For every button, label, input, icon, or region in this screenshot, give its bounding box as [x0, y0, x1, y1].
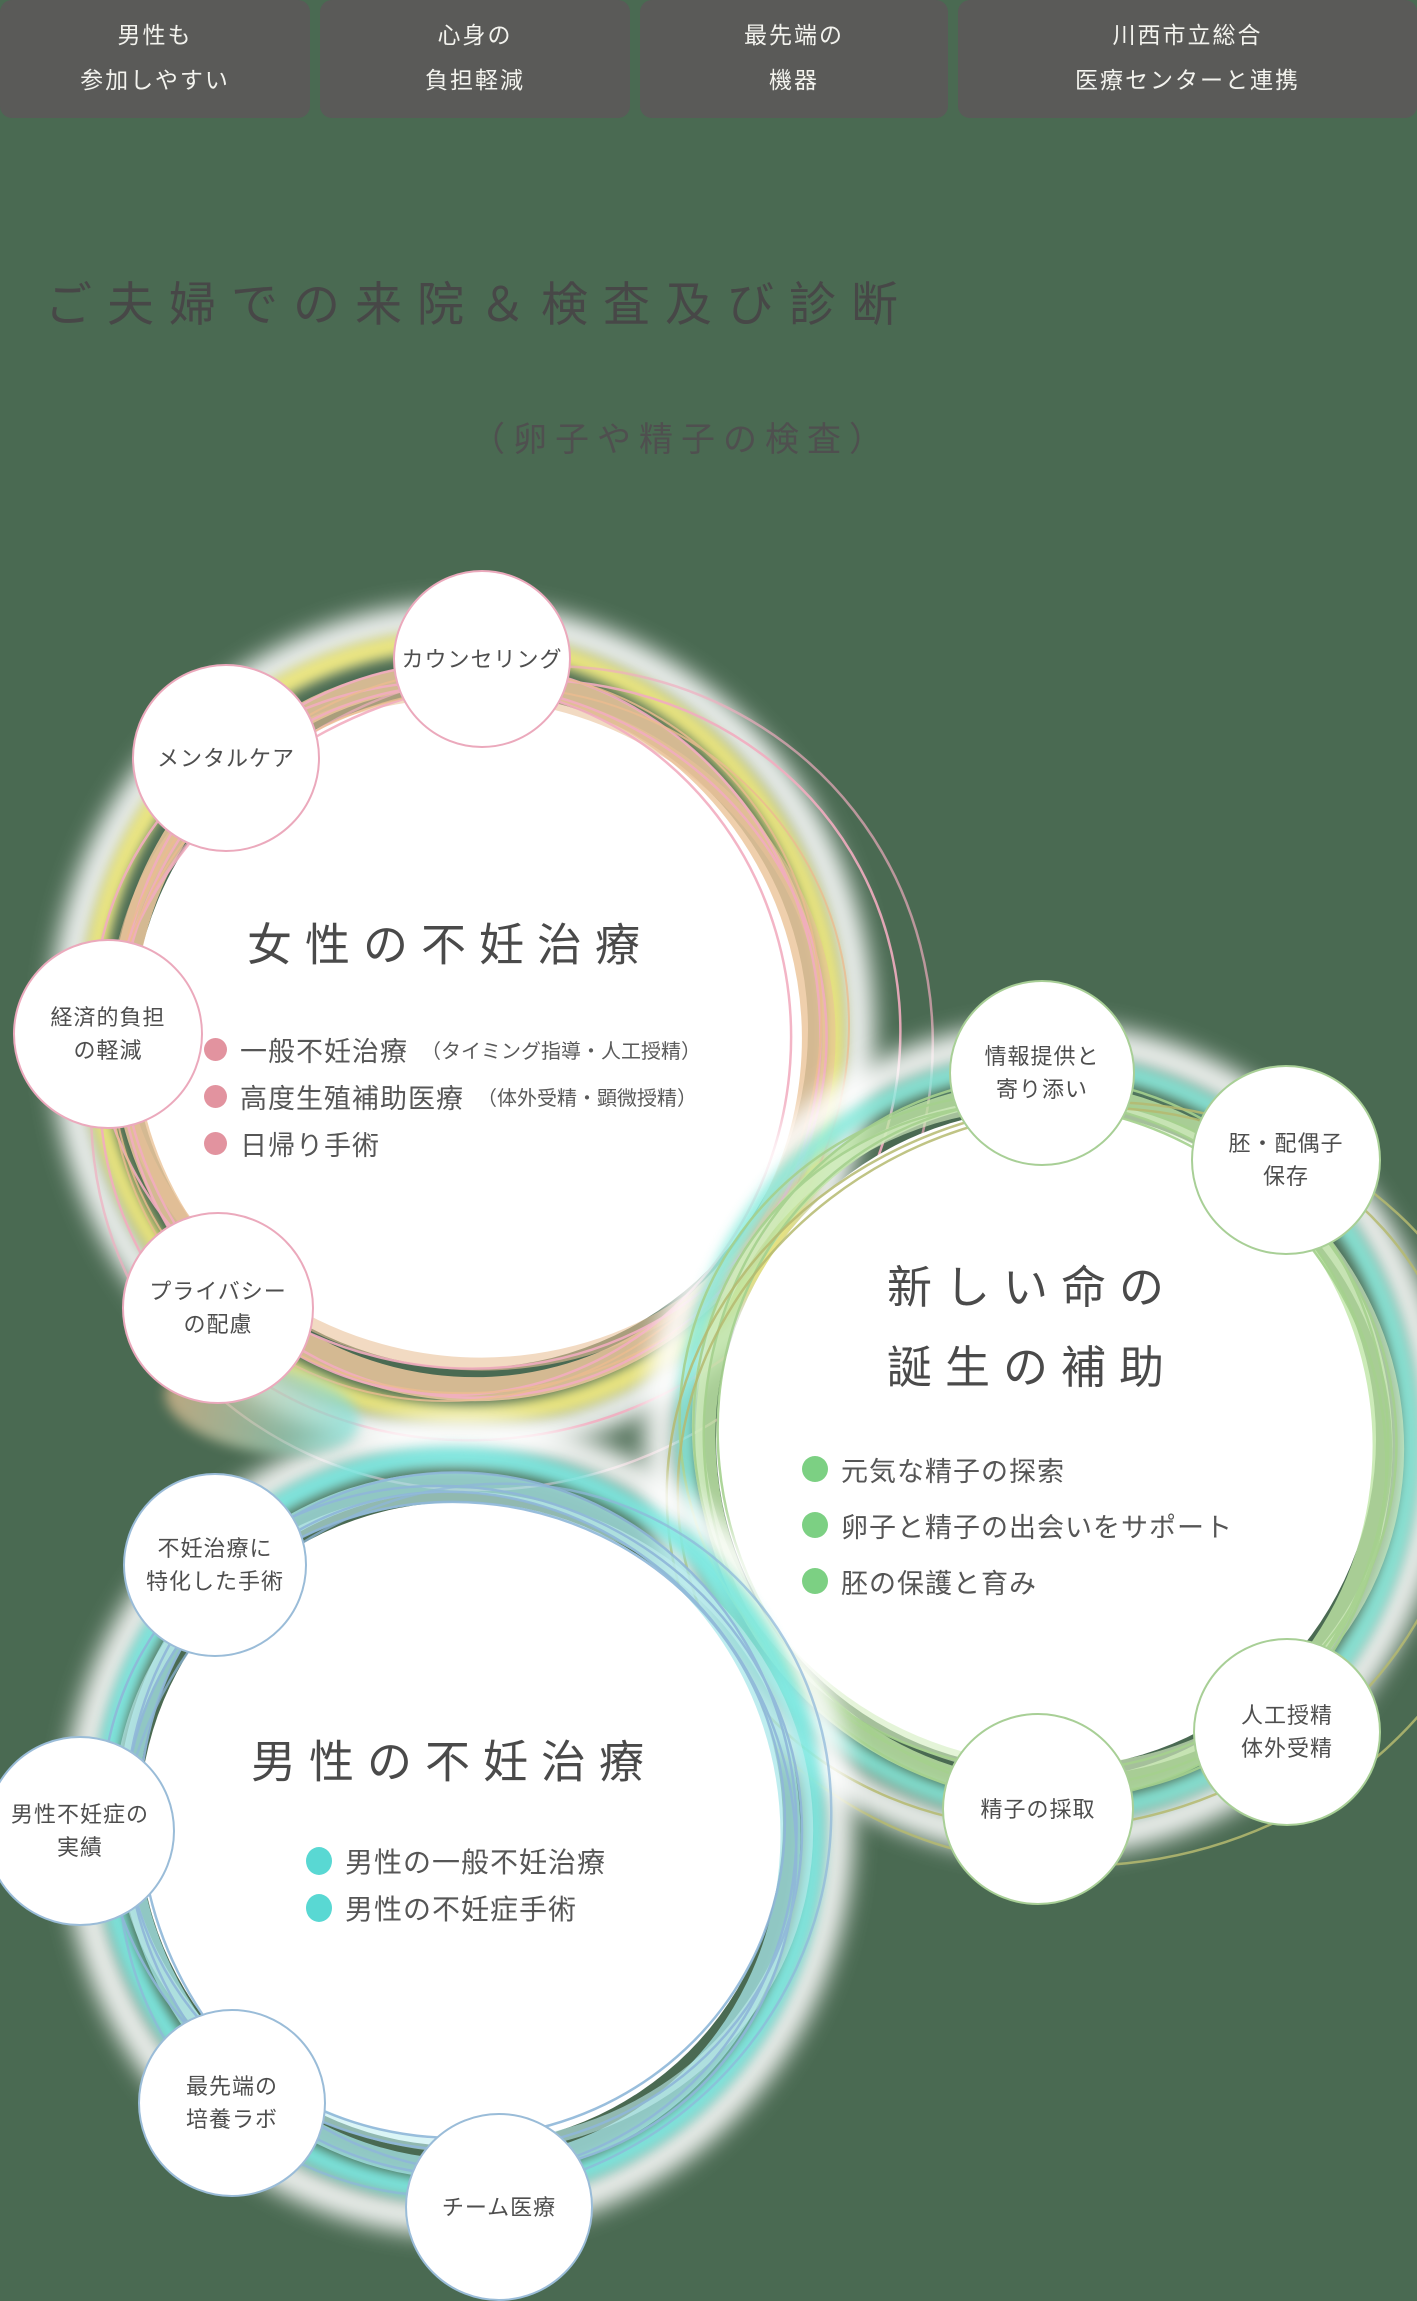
- list-item-label: 日帰り手術: [240, 1131, 380, 1161]
- list-item: 卵子と精子の出会いをサポート: [802, 1497, 1233, 1553]
- satellite-team-medicine: チーム医療: [405, 2113, 593, 2301]
- list-item: 元気な精子の探索: [802, 1441, 1233, 1497]
- badge-advanced-equipment: 最先端の 機器: [640, 0, 948, 118]
- satellite-label: 不妊治療に: [157, 1536, 273, 1561]
- satellite-label: 経済的負担: [50, 1005, 166, 1030]
- satellite-label: 実績: [56, 1835, 103, 1860]
- satellite-label: 保存: [1262, 1164, 1309, 1189]
- list-item: 高度生殖補助医療 （体外受精・顕微授精）: [204, 1073, 701, 1120]
- list-item-label: 元気な精子の探索: [841, 1456, 1065, 1487]
- satellite-label: プライバシー: [149, 1279, 287, 1304]
- list-item: 男性の不妊症手術: [306, 1884, 606, 1931]
- satellite-label: の軽減: [73, 1038, 143, 1063]
- badge-line: 川西市立総合: [1112, 23, 1263, 49]
- satellite-label: カウンセリング: [401, 646, 563, 672]
- satellite-culture-lab: 最先端の 培養ラボ: [138, 2009, 326, 2197]
- satellite-counseling: カウンセリング: [393, 570, 571, 748]
- badge-line: 男性も: [117, 23, 193, 49]
- satellite-label: 培養ラボ: [185, 2107, 278, 2132]
- satellite-label: 精子の採取: [980, 1796, 1096, 1822]
- satellite-label: 胚・配偶子: [1228, 1131, 1344, 1156]
- life-circle-heading-line2: 誕生の補助: [886, 1343, 1178, 1393]
- satellite-label: 寄り添い: [995, 1077, 1088, 1102]
- badge-line: 機器: [769, 68, 819, 93]
- satellite-label: 特化した手術: [145, 1569, 284, 1594]
- satellite-mental-care: メンタルケア: [132, 664, 320, 852]
- satellite-sperm-collection: 精子の採取: [942, 1713, 1134, 1905]
- satellite-economic-burden: 経済的負担 の軽減: [13, 939, 203, 1129]
- badge-line: 参加しやすい: [80, 68, 230, 93]
- list-item-label: 男性の不妊症手術: [345, 1893, 578, 1925]
- bullet-dot-icon: [306, 1846, 332, 1875]
- list-item: 一般不妊治療 （タイミング指導・人工授精）: [204, 1026, 701, 1073]
- list-item-note: （タイミング指導・人工授精）: [421, 1041, 701, 1063]
- page-subtitle: （卵子や精子の検査）: [471, 422, 891, 459]
- bullet-dot-icon: [204, 1085, 227, 1108]
- badge-male-friendly: 男性も 参加しやすい: [0, 0, 310, 118]
- life-circle-heading-line1: 新しい命の: [886, 1263, 1178, 1313]
- satellite-label: チーム医療: [441, 2194, 557, 2220]
- list-item-label: 高度生殖補助医療: [240, 1084, 464, 1114]
- list-item-label: 一般不妊治療: [240, 1037, 408, 1067]
- male-treatment-list: 男性の一般不妊治療 男性の不妊症手術: [306, 1837, 606, 1931]
- satellite-specialized-surgery: 不妊治療に 特化した手術: [123, 1473, 307, 1657]
- satellite-insemination-ivf: 人工授精 体外受精: [1193, 1638, 1381, 1826]
- female-circle-heading: 女性の不妊治療: [246, 920, 654, 971]
- badge-burden-reduction: 心身の 負担軽減: [320, 0, 630, 118]
- satellite-label: 男性不妊症の: [10, 1802, 149, 1827]
- satellite-label: 最先端の: [185, 2074, 278, 2099]
- list-item: 胚の保護と育み: [802, 1553, 1233, 1609]
- bullet-dot-icon: [204, 1132, 227, 1155]
- page-title: ご夫婦での来院＆検査及び診断: [45, 280, 913, 332]
- male-circle-heading: 男性の不妊治療: [250, 1737, 658, 1788]
- bullet-dot-icon: [802, 1456, 828, 1482]
- bullet-dot-icon: [306, 1893, 332, 1922]
- list-item-label: 胚の保護と育み: [841, 1568, 1037, 1599]
- satellite-male-infertility-results: 男性不妊症の 実績: [0, 1736, 175, 1926]
- badge-line: 医療センターと連携: [1075, 68, 1300, 93]
- badge-hospital-partnership: 川西市立総合 医療センターと連携: [958, 0, 1417, 118]
- bullet-dot-icon: [802, 1512, 828, 1538]
- list-item: 男性の一般不妊治療: [306, 1837, 606, 1884]
- badge-line: 心身の: [437, 23, 513, 49]
- satellite-label: メンタルケア: [156, 745, 295, 771]
- list-item-label: 卵子と精子の出会いをサポート: [841, 1512, 1233, 1543]
- satellite-label: 情報提供と: [984, 1044, 1100, 1069]
- satellite-privacy: プライバシー の配慮: [122, 1212, 314, 1404]
- list-item: 日帰り手術: [204, 1120, 701, 1167]
- satellite-information-support: 情報提供と 寄り添い: [949, 980, 1135, 1166]
- life-support-list: 元気な精子の探索 卵子と精子の出会いをサポート 胚の保護と育み: [802, 1441, 1233, 1609]
- female-treatment-list: 一般不妊治療 （タイミング指導・人工授精） 高度生殖補助医療 （体外受精・顕微授…: [204, 1026, 701, 1167]
- satellite-label: 人工授精: [1240, 1703, 1333, 1728]
- life-circle-heading: 新しい命の 誕生の補助: [887, 1248, 1177, 1408]
- satellite-embryo-storage: 胚・配偶子 保存: [1191, 1065, 1381, 1255]
- bullet-dot-icon: [204, 1038, 227, 1061]
- satellite-label: 体外受精: [1240, 1736, 1333, 1761]
- list-item-note: （体外受精・顕微授精）: [477, 1088, 697, 1110]
- list-item-label: 男性の一般不妊治療: [345, 1846, 607, 1878]
- badge-line: 最先端の: [744, 23, 844, 49]
- badge-line: 負担軽減: [425, 68, 525, 93]
- bullet-dot-icon: [802, 1568, 828, 1594]
- satellite-label: の配慮: [183, 1312, 253, 1337]
